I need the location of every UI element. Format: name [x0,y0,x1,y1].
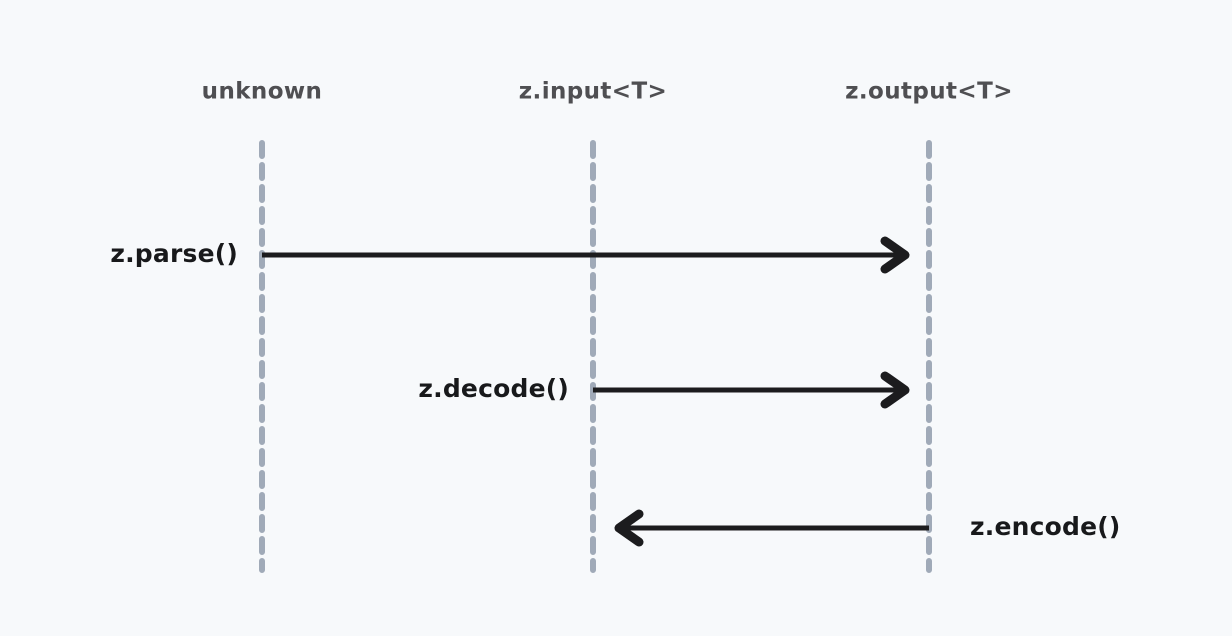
message-encode: z.encode() [614,509,1121,547]
lifelines-group [259,140,932,573]
actor-label-unknown: unknown [202,79,323,105]
message-arrowhead-decode [880,371,910,409]
message-parse: z.parse() [110,236,910,274]
actor-label-z-output: z.output<T> [845,79,1013,105]
message-decode: z.decode() [418,371,910,409]
actor-label-z-input: z.input<T> [519,79,667,105]
message-arrowhead-parse [880,236,910,274]
message-label-decode: z.decode() [418,374,569,403]
message-label-parse: z.parse() [110,239,238,268]
message-label-encode: z.encode() [970,512,1121,541]
actor-labels-group: unknown z.input<T> z.output<T> [202,79,1013,105]
message-arrowhead-encode [614,509,644,547]
